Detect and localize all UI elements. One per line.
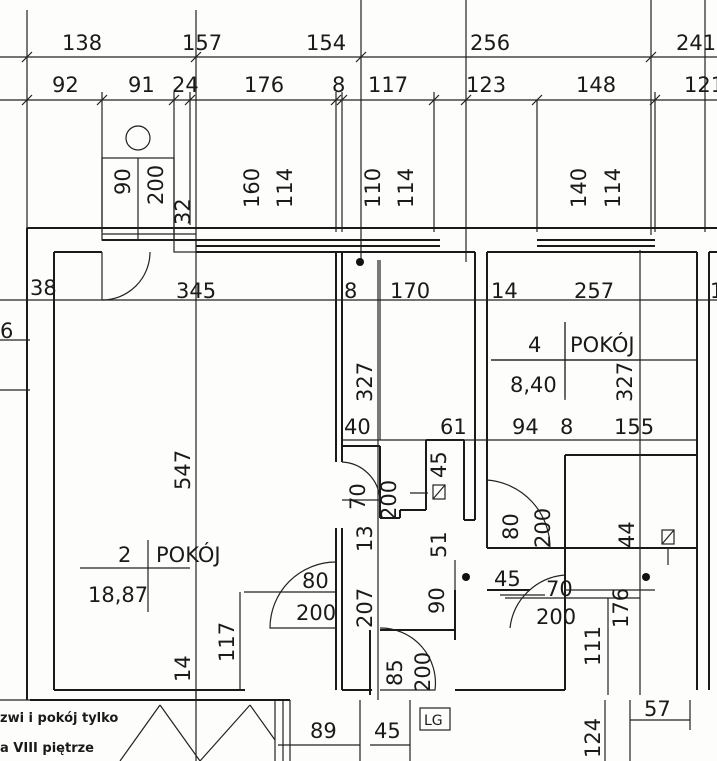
dim-327a: 327	[353, 362, 377, 402]
dim-13: 13	[353, 525, 377, 552]
dim-row2-123: 123	[466, 73, 506, 97]
dim-top-157: 157	[182, 31, 222, 55]
room-4-number: 4	[528, 333, 541, 357]
dim-200d: 200	[296, 601, 336, 625]
internal-walls	[342, 439, 697, 695]
dim-207: 207	[353, 588, 377, 628]
dim-170: 170	[390, 279, 430, 303]
dim-70a: 70	[346, 483, 370, 510]
window-4-width: 114	[601, 168, 625, 208]
room-label-2: 2 POKÓJ 18,87	[88, 542, 221, 607]
dim-row2-148: 148	[576, 73, 616, 97]
window-3-width: 114	[394, 168, 418, 208]
dim-200c: 200	[536, 605, 576, 629]
window-4-height: 140	[567, 168, 591, 208]
dim-345: 345	[176, 279, 216, 303]
dim-155: 155	[614, 415, 654, 439]
room-label-4: 4 POKÓJ 8,40	[491, 322, 640, 398]
dim-row2-8: 8	[332, 73, 345, 97]
dim-57: 57	[644, 697, 671, 721]
top-dimension-lines	[0, 0, 717, 262]
dim-row2-121: 121	[684, 73, 717, 97]
note-line-1: zwi i pokój tylko	[0, 711, 118, 726]
dim-80a: 80	[499, 513, 523, 540]
dim-200b: 200	[531, 508, 555, 548]
room-2-number: 2	[118, 543, 131, 567]
dim-70b: 70	[546, 577, 573, 601]
dim-row2-117: 117	[368, 73, 408, 97]
dim-200a: 200	[377, 480, 401, 520]
dim-row2-24: 24	[172, 73, 199, 97]
dim-51: 51	[427, 531, 451, 558]
dim-117: 117	[215, 622, 239, 662]
dim-top-138: 138	[62, 31, 102, 55]
dim-6: 6	[0, 319, 13, 343]
dim-14a: 14	[491, 279, 518, 303]
dim-8a: 8	[344, 279, 357, 303]
dim-32: 32	[171, 198, 195, 225]
dim-61: 61	[440, 415, 467, 439]
room-2-area: 18,87	[88, 583, 148, 607]
bottom-stair-zone	[0, 699, 284, 761]
dim-94: 94	[512, 415, 539, 439]
window-2-width: 114	[273, 168, 297, 208]
dim-89: 89	[310, 719, 337, 743]
dim-547: 547	[171, 450, 195, 490]
dim-111: 111	[581, 626, 605, 666]
fixtures	[356, 258, 675, 731]
window-1-height: 90	[111, 168, 135, 195]
dim-85: 85	[383, 659, 407, 686]
room-4-area: 8,40	[510, 373, 557, 397]
dim-8b: 8	[560, 415, 573, 439]
dim-200e: 200	[411, 652, 435, 692]
dim-45c: 45	[374, 719, 401, 743]
dim-45b: 45	[494, 567, 521, 591]
dim-1: 1	[710, 279, 717, 303]
dim-124: 124	[581, 718, 605, 758]
interior-dimension-lines	[0, 240, 717, 761]
room-2-name: POKÓJ	[156, 542, 221, 567]
window-2-height: 160	[240, 168, 264, 208]
dim-row2-92: 92	[52, 73, 79, 97]
dim-14b: 14	[171, 655, 195, 682]
dim-38: 38	[30, 276, 57, 300]
dim-327b: 327	[613, 362, 637, 402]
window-3-height: 110	[361, 168, 385, 208]
window-1-width: 200	[144, 165, 168, 205]
dim-257: 257	[574, 279, 614, 303]
dim-45a: 45	[427, 451, 451, 478]
dim-top-154: 154	[306, 31, 346, 55]
dim-row2-176: 176	[244, 73, 284, 97]
dim-row2-91: 91	[128, 73, 155, 97]
door-swings	[101, 251, 566, 691]
dim-80b: 80	[302, 569, 329, 593]
note-line-2: a VIII piętrze	[0, 741, 94, 756]
outer-walls	[26, 227, 717, 701]
lg-label: LG	[424, 713, 443, 729]
room-4-name: POKÓJ	[570, 332, 635, 357]
dim-90: 90	[425, 587, 449, 614]
dim-top-241: 241	[676, 31, 716, 55]
dim-44: 44	[615, 521, 639, 548]
dim-40: 40	[344, 415, 371, 439]
dim-top-256: 256	[470, 31, 510, 55]
dim-176: 176	[609, 588, 633, 628]
